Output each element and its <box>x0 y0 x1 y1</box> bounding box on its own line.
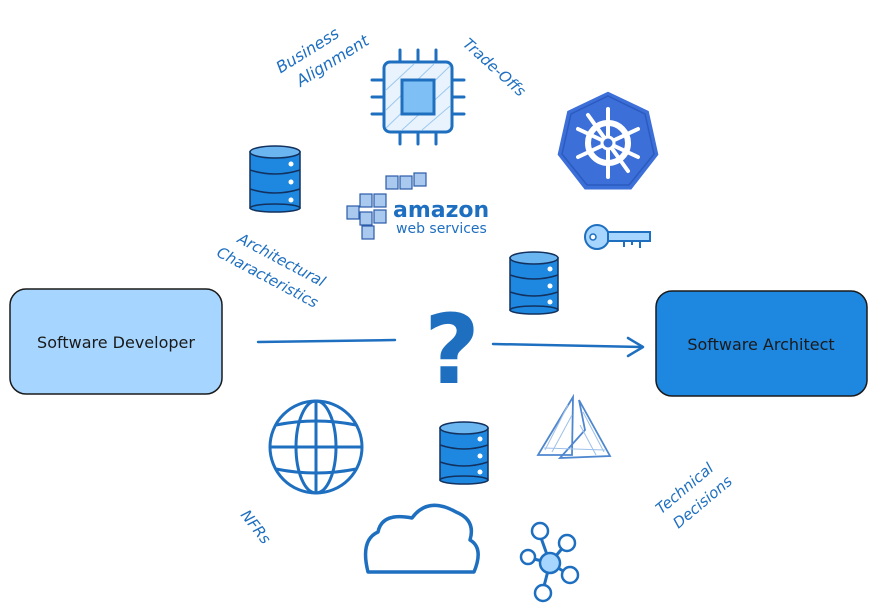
cpu-chip-icon <box>370 48 466 146</box>
aws-subtitle: web services <box>396 221 487 237</box>
cloud-icon <box>363 503 480 574</box>
architect-box <box>655 290 868 397</box>
developer-label: Software Developer <box>37 333 195 352</box>
label-trade-offs: Trade-Offs <box>459 35 529 101</box>
label-nfrs: NFRs <box>237 506 275 547</box>
database-icon-2 <box>509 251 559 315</box>
azure-icon <box>536 393 612 459</box>
architect-label: Software Architect <box>687 335 834 354</box>
aws-cubes-icon <box>346 172 427 240</box>
globe-icon <box>268 399 364 495</box>
database-icon-3 <box>439 421 489 485</box>
kubernetes-icon <box>554 88 662 193</box>
label-technical-decisions: Technical Decisions <box>652 459 736 532</box>
label-business-alignment: Business Alignment <box>273 24 373 91</box>
key-icon <box>584 224 651 250</box>
aws-wordmark: amazon <box>393 198 489 223</box>
question-mark: ? <box>424 294 480 406</box>
developer-node: Software Developer <box>9 288 223 395</box>
database-icon <box>249 145 301 213</box>
architect-arrow <box>491 336 645 358</box>
developer-box <box>9 288 223 395</box>
graph-network-icon <box>519 521 580 603</box>
developer-connector-line <box>256 338 397 344</box>
aws-logo: amazon web services <box>346 172 489 240</box>
architect-node: Software Architect <box>655 290 868 397</box>
label-architectural-characteristics: Architectural Characteristics <box>214 229 329 312</box>
